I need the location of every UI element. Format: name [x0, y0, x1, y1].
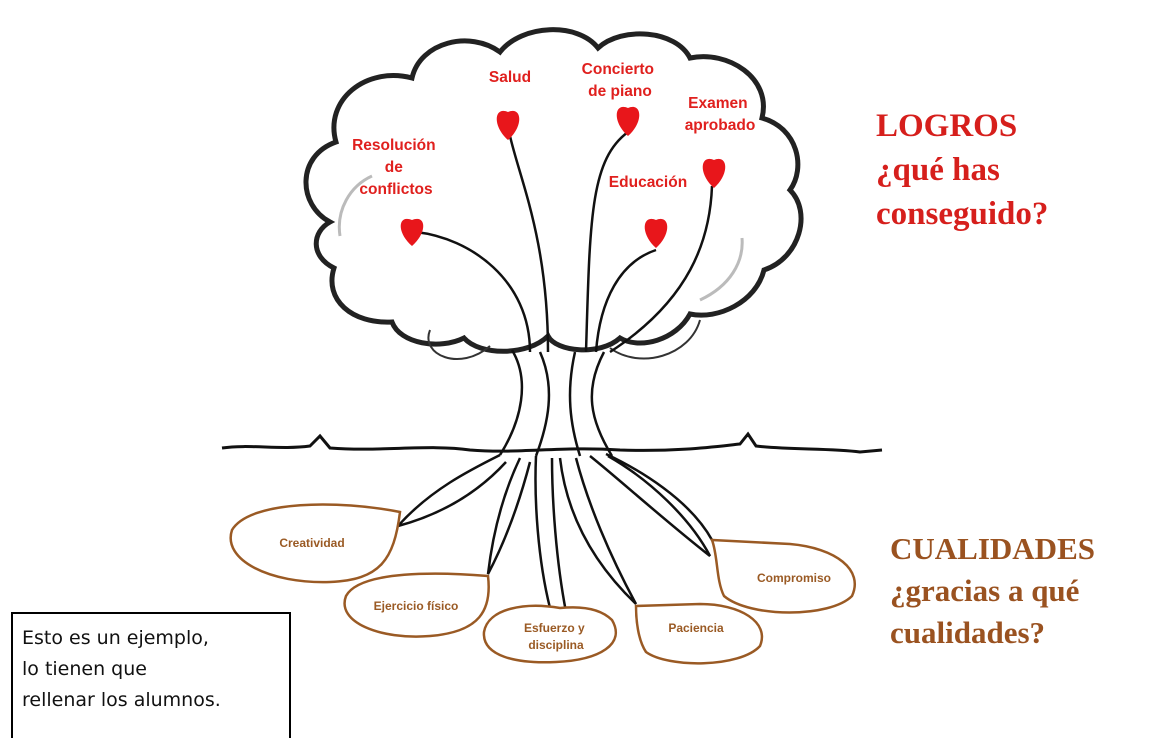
logros-title-line: LOGROS: [876, 108, 1018, 144]
cualidad-label: Ejercicio físico: [374, 599, 459, 613]
cualidad-bubbles: [229, 503, 856, 665]
logros-title-line: ¿qué has: [876, 152, 1000, 188]
ground-line: [221, 431, 883, 454]
tree-trunk: [498, 349, 614, 457]
svg-text:Examen aprobado: Examen aprobado: [685, 95, 756, 134]
logro-label: conflictos: [359, 181, 432, 198]
tree-roots: [394, 452, 714, 614]
cualidad-bubble: [343, 572, 490, 638]
heart-icon: [644, 218, 668, 248]
cualidad-label: Esfuerzo y: [524, 621, 585, 635]
logro-label: de: [385, 159, 403, 176]
cualidad-labels: Creatividad Ejercicio físico Esfuerzo y …: [279, 536, 831, 652]
cualidad-bubble: [710, 538, 856, 614]
cualidad-bubble: [229, 503, 402, 584]
heart-icons: [400, 106, 726, 248]
svg-text:Concierto de piano: Concierto de piano: [582, 61, 659, 100]
note-line: rellenar los alumnos.: [22, 689, 221, 711]
heart-icon: [496, 110, 520, 140]
cualidades-title-line: CUALIDADES: [890, 531, 1095, 566]
logro-label: Examen: [688, 95, 747, 112]
logro-label: Educación: [609, 174, 687, 191]
svg-text:Resolución de conf: Resolución de conflictos: [352, 137, 440, 198]
cualidad-label: Compromiso: [757, 571, 831, 585]
cualidad-label: Creatividad: [279, 536, 344, 550]
logro-label: Salud: [489, 69, 531, 86]
cualidades-title-line: cualidades?: [890, 615, 1046, 650]
logros-title-line: conseguido?: [876, 196, 1049, 232]
logro-label: Concierto: [582, 61, 654, 78]
logro-labels: Resolución de conflictos Salud Concierto…: [352, 61, 755, 198]
svg-text:Esfuerzo y disciplina: Esfuerzo y disciplina: [524, 621, 588, 652]
logro-label: aprobado: [685, 117, 756, 134]
logro-label: Resolución: [352, 137, 436, 154]
cualidades-title-line: ¿gracias a qué: [890, 573, 1080, 608]
cualidades-title: CUALIDADES ¿gracias a qué cualidades?: [890, 528, 1095, 654]
cualidad-bubble: [634, 602, 764, 665]
example-note: Esto es un ejemplo, lo tienen que rellen…: [11, 612, 291, 738]
heart-icon: [400, 218, 424, 246]
tree-canopy: [303, 27, 804, 360]
logro-label: de piano: [588, 83, 652, 100]
heart-icon: [616, 106, 640, 136]
note-line: lo tienen que: [22, 658, 147, 680]
tree-branches: [415, 130, 714, 354]
cualidad-label: Paciencia: [668, 621, 724, 635]
cualidad-bubble: [482, 604, 618, 664]
note-line: Esto es un ejemplo,: [22, 627, 209, 649]
cualidad-label: disciplina: [528, 638, 584, 652]
logros-title: LOGROS ¿qué has conseguido?: [876, 104, 1048, 236]
heart-icon: [702, 158, 726, 188]
